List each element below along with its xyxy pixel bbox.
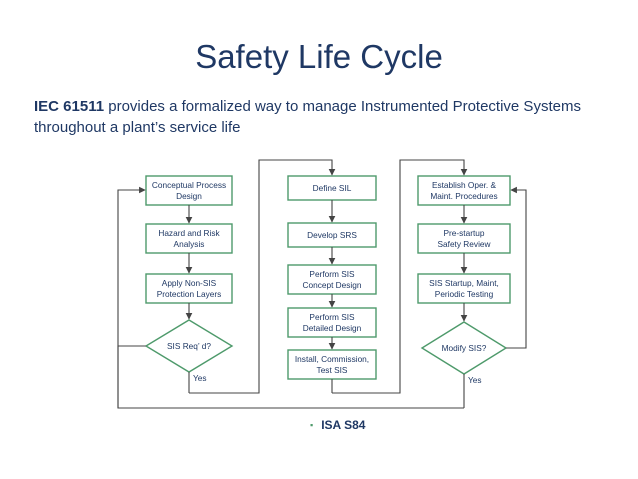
flow-connectors <box>117 159 527 409</box>
box-define-sil: Define SIL <box>287 175 377 201</box>
box-install-commission: Install, Commission, Test SIS <box>287 349 377 380</box>
standard-name: IEC 61511 <box>34 98 105 115</box>
box-pre-startup-review: Pre-startup Safety Review <box>417 223 511 254</box>
box-install-commission-line1: Install, Commission, <box>295 354 369 364</box>
box-detailed-design-line1: Perform SIS <box>309 312 355 322</box>
box-non-sis-layers: Apply Non-SIS Protection Layers <box>145 273 233 304</box>
box-startup-testing-line1: SIS Startup, Maint, <box>429 278 499 288</box>
col1-yes-label: Yes <box>193 373 207 383</box>
box-pre-startup-review-line1: Pre-startup <box>443 228 484 238</box>
box-non-sis-layers-line2: Protection Layers <box>157 289 222 299</box>
box-conceptual-design-line2: Design <box>176 191 202 201</box>
box-hazard-risk-line2: Analysis <box>174 239 205 249</box>
bullet-icon: ▪ <box>310 420 314 430</box>
box-conceptual-design: Conceptual Process Design <box>145 175 233 206</box>
box-develop-srs-line1: Develop SRS <box>307 230 357 240</box>
decision-modify-sis-label: Modify SIS? <box>442 343 487 353</box>
box-pre-startup-review-line2: Safety Review <box>437 239 491 249</box>
reference-bullet-item: ▪ ISA S84 <box>310 418 365 432</box>
intro-text: provides a formalized way to manage Inst… <box>34 98 581 136</box>
box-define-sil-line1: Define SIL <box>313 183 352 193</box>
reference-text: ISA S84 <box>321 418 366 432</box>
box-concept-design: Perform SIS Concept Design <box>287 264 377 295</box>
box-detailed-design: Perform SIS Detailed Design <box>287 307 377 338</box>
box-oper-maint-procedures-line1: Establish Oper. & <box>432 180 497 190</box>
box-oper-maint-procedures-line2: Maint. Procedures <box>430 191 497 201</box>
slide-title: Safety Life Cycle <box>195 38 443 75</box>
box-non-sis-layers-line1: Apply Non-SIS <box>162 278 217 288</box>
box-develop-srs: Develop SRS <box>287 222 377 248</box>
box-oper-maint-procedures: Establish Oper. & Maint. Procedures <box>417 175 511 206</box>
box-startup-testing-line2: Periodic Testing <box>435 289 494 299</box>
decision-sis-required: SIS Req’ d? <box>144 319 234 373</box>
box-hazard-risk-line1: Hazard and Risk <box>158 228 220 238</box>
box-conceptual-design-line1: Conceptual Process <box>152 180 226 190</box>
box-concept-design-line1: Perform SIS <box>309 269 355 279</box>
box-startup-testing: SIS Startup, Maint, Periodic Testing <box>417 273 511 304</box>
box-concept-design-line2: Concept Design <box>302 280 361 290</box>
col3-yes-label: Yes <box>468 375 482 385</box>
box-hazard-risk: Hazard and Risk Analysis <box>145 223 233 254</box>
decision-sis-required-label: SIS Req’ d? <box>167 341 211 351</box>
box-detailed-design-line2: Detailed Design <box>303 323 362 333</box>
intro-paragraph: IEC 61511 provides a formalized way to m… <box>34 96 614 138</box>
decision-modify-sis: Modify SIS? <box>420 321 508 375</box>
box-install-commission-line2: Test SIS <box>317 365 348 375</box>
